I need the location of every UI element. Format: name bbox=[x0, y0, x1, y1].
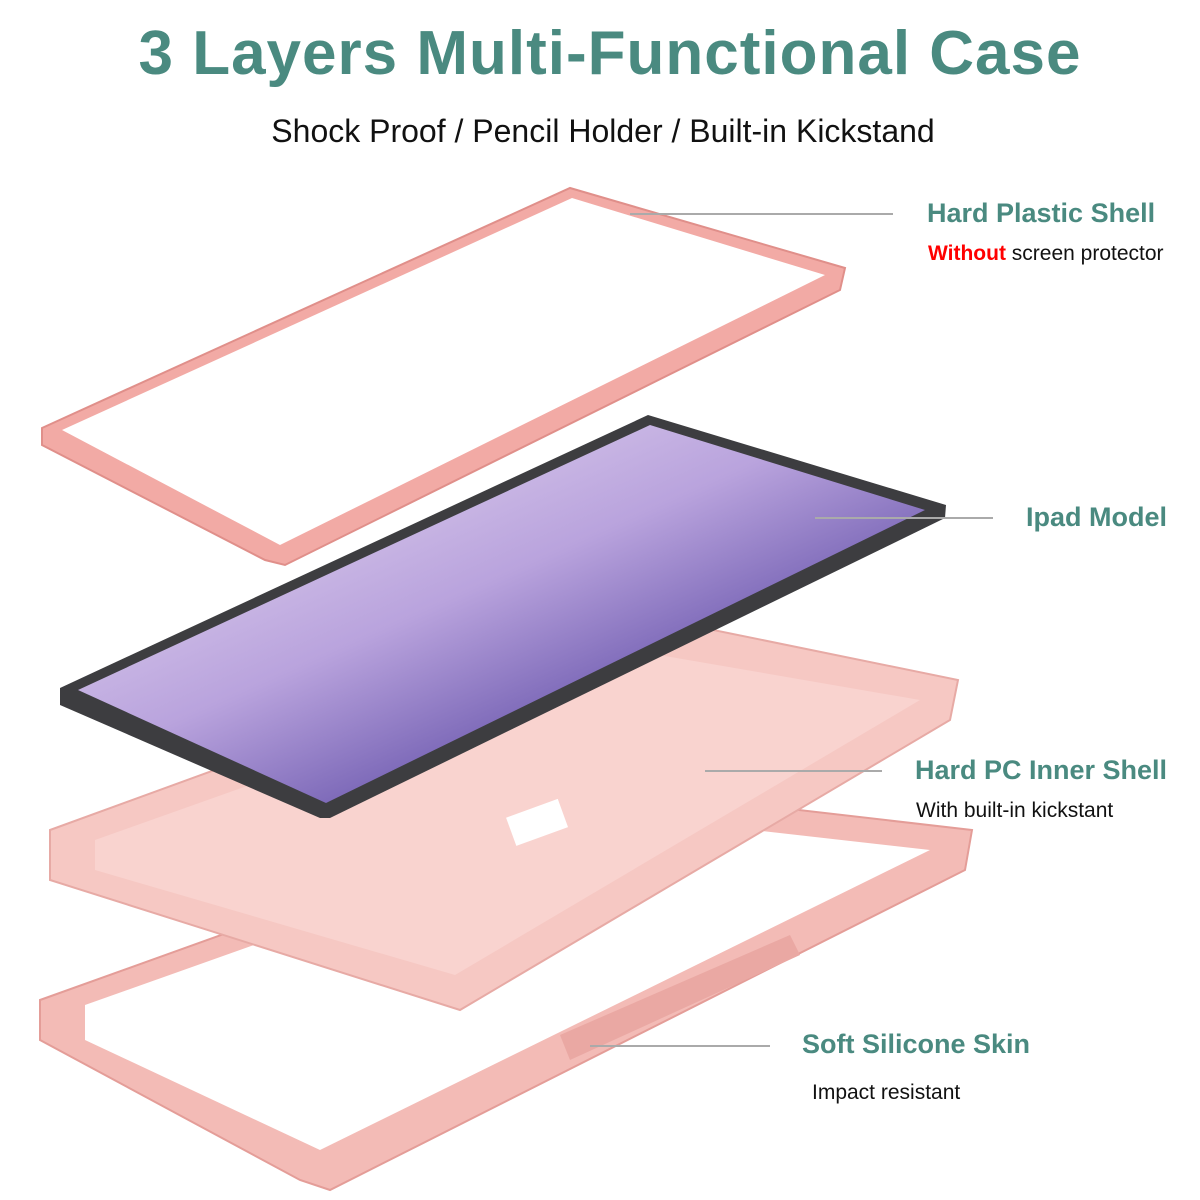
note-hard-pc-inner-shell: With built-in kickstant bbox=[916, 799, 1114, 822]
hard-plastic-shell-image bbox=[41, 186, 847, 567]
note-text: screen protector bbox=[1005, 242, 1164, 265]
note-highlight: Without bbox=[928, 242, 1006, 265]
label-ipad-model: Ipad Model bbox=[1026, 502, 1167, 532]
label-soft-silicone-skin: Soft Silicone Skin bbox=[802, 1029, 1031, 1059]
page-title: 3 Layers Multi-Functional Case bbox=[138, 19, 1082, 88]
tablet-image bbox=[60, 415, 946, 818]
note-soft-silicone-skin: Impact resistant bbox=[812, 1081, 961, 1104]
label-hard-plastic-shell: Hard Plastic Shell bbox=[927, 198, 1156, 228]
label-hard-pc-inner-shell: Hard PC Inner Shell bbox=[915, 755, 1168, 785]
note-hard-plastic-shell: Without screen protector bbox=[928, 242, 1164, 266]
page-subtitle: Shock Proof / Pencil Holder / Built-in K… bbox=[271, 113, 935, 149]
